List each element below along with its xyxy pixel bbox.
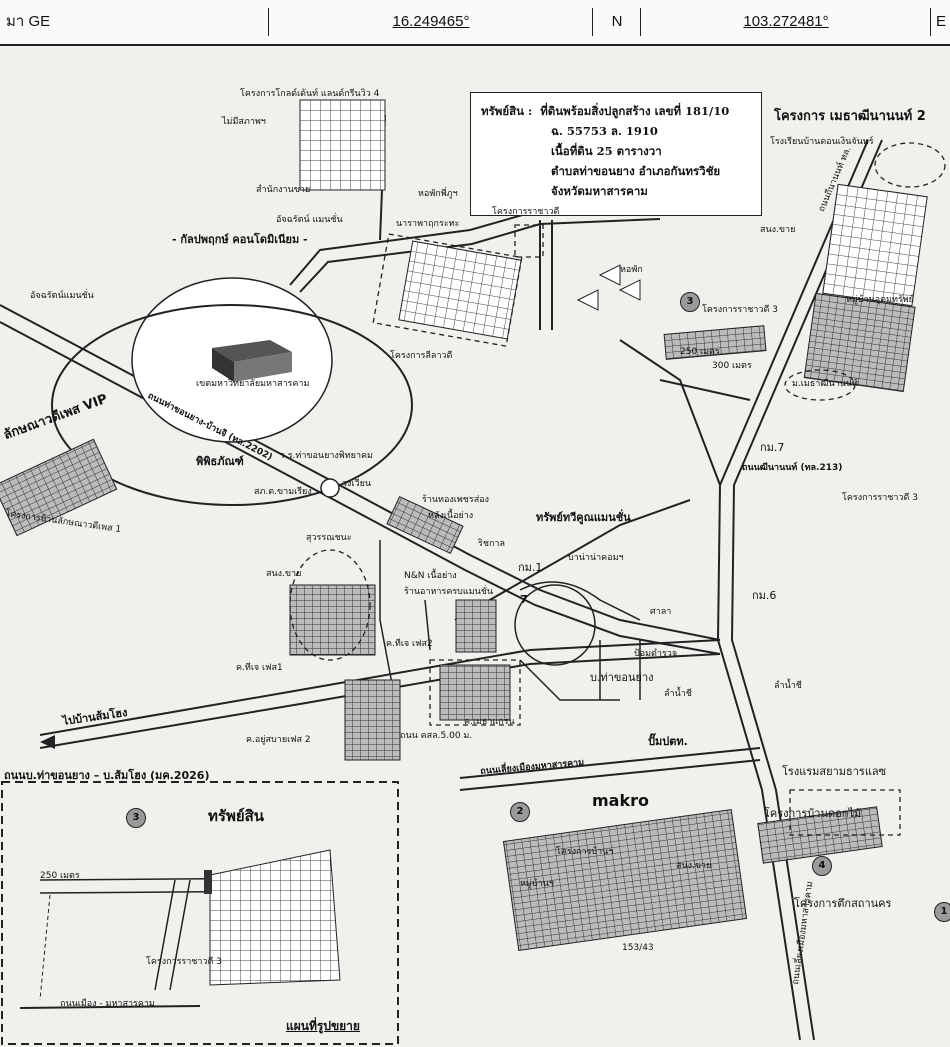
label-sales-left: สนง.ขาย bbox=[266, 569, 302, 579]
label-kt1: ค.ทีเจ เฟส1 bbox=[236, 663, 283, 673]
pin-4: 4 bbox=[812, 856, 832, 876]
label-msu: เขตมหาวิทยาลัยมหาสารคาม bbox=[196, 379, 310, 389]
label-250m: 250 เมตร bbox=[680, 347, 720, 357]
longitude-edge: E bbox=[930, 8, 950, 36]
label-km7: กม.7 bbox=[760, 441, 785, 454]
label-school-tky: ร.ร.ท่าขอนยางพิทยาคม bbox=[280, 451, 373, 461]
label-sales-mid: สนง.ขาย bbox=[676, 861, 712, 871]
road-2202 bbox=[0, 304, 721, 655]
label-metha-proj: โครงการ เมธาฒีนานนท์ 2 bbox=[774, 109, 926, 124]
university-ring-road bbox=[51, 304, 413, 506]
label-sales-right: สนง.ขาย bbox=[760, 225, 796, 235]
label-road-2026: ถนนบ.ท่าขอนยาง – บ.ส้มโฮง (มค.2026) bbox=[4, 769, 210, 782]
label-suwan: สุวรรณชนะ bbox=[306, 533, 352, 543]
label-school-right: โรงเรียนบ้านดอนเงินจันทร์ bbox=[770, 137, 874, 147]
label-atchara: อัจฉรัตน์ แมนชั่น bbox=[276, 215, 343, 225]
inset-title: แผนที่รูปขยาย bbox=[286, 1019, 360, 1033]
label-lamnamchi2: ลำน้ำชี bbox=[774, 681, 802, 691]
arrow-west-icon bbox=[40, 735, 55, 749]
label-roundabout: วงเวียน bbox=[342, 479, 372, 489]
label-300m: 300 เมตร bbox=[712, 361, 752, 371]
label-tuek: โครงการตึกสถานคร bbox=[794, 897, 892, 910]
label-km1: กม.1 bbox=[518, 561, 543, 574]
pin-1: 1 bbox=[934, 902, 950, 922]
project-outlines bbox=[289, 142, 946, 836]
label-k-metha: ค.เมธาแกรน bbox=[464, 717, 515, 727]
label-narawan: นาราพาฤกระทะ bbox=[396, 219, 460, 229]
label-banana: บาน่าน่าคอมฯ bbox=[568, 553, 624, 563]
local-roads bbox=[379, 540, 641, 701]
north-roads bbox=[289, 114, 751, 621]
label-hotel: โรงแรมสยามธารแลซ bbox=[782, 765, 887, 778]
bypass-road bbox=[459, 747, 761, 791]
inset-frame bbox=[1, 781, 399, 1045]
label-ban-tky: บ.ท่าขอนยาง bbox=[590, 671, 654, 684]
label-lilawadee: โครงการลีลาวดี bbox=[390, 351, 453, 361]
label-km6: กม.6 bbox=[752, 589, 777, 602]
asset-info-box: ทรัพย์สิน : ที่ดินพร้อมสิ่งปลูกสร้าง เลข… bbox=[470, 92, 762, 216]
label-dorm-phu: หอพักพี่ภูฯ bbox=[418, 189, 458, 199]
housing-blocks bbox=[0, 99, 928, 952]
label-rajavadee3-right: โครงการราชาวดี 3 bbox=[842, 493, 918, 503]
header-label: มา GE bbox=[6, 13, 51, 30]
longitude-value: 103.272481° bbox=[640, 8, 931, 36]
label-no-photo: ไม่มีสภาพฯ bbox=[222, 117, 266, 127]
inset-250m: 250 เมตร bbox=[40, 871, 80, 881]
label-makro: makro bbox=[592, 791, 649, 810]
label-police: สภ.ต.ขามเรียง bbox=[254, 487, 312, 497]
label-mu-sap: หมู่บ้านอุดมทรัพย์ bbox=[846, 295, 914, 305]
label-police-box: ป้อมตำรวจ bbox=[634, 649, 678, 659]
label-sala: ศาลา bbox=[650, 607, 672, 617]
label-museum: พิพิธภัณฑ์ bbox=[196, 455, 244, 468]
label-baan-neighbor: หมู่บ้านฯ bbox=[520, 879, 554, 889]
label-road213: ถนนฒีนานนท์ (ทล.213) bbox=[742, 463, 843, 473]
pin-2: 2 bbox=[510, 802, 530, 822]
label-dorm-mid: หอพัก bbox=[620, 265, 643, 275]
inset-road: ถนนเมือง - มหาสารคาม bbox=[60, 999, 155, 1009]
label-house-no: 153/43 bbox=[622, 943, 654, 953]
label-gold-shop: ร้านทองเพชรส่อง bbox=[422, 495, 490, 505]
inset-rajavadee: โครงการราชาวดี 3 bbox=[146, 957, 222, 967]
dorm-icons bbox=[576, 264, 641, 311]
road-2026 bbox=[39, 639, 721, 749]
pin-3-inset: 3 bbox=[126, 808, 146, 828]
label-lamnamchi1: ลำน้ำชี bbox=[664, 689, 692, 699]
pin-3: 3 bbox=[680, 292, 700, 312]
label-sales-office: สำนักงานขาย bbox=[256, 185, 311, 195]
label-rajavadee-top: โครงการราชาวดี bbox=[492, 207, 560, 217]
label-dokmai: โครงการบ้านดอกไม้ bbox=[764, 807, 862, 820]
label-kalpa: - กัลปพฤกษ์ คอนโดมิเนียม - bbox=[172, 233, 308, 246]
label-metha-m: ม.เมธาฒีนานนท์ bbox=[792, 379, 858, 389]
roundabout-icon bbox=[320, 478, 340, 498]
label-seven: 7 bbox=[520, 593, 528, 606]
label-ban-project-m: โครงการบ้านฯ bbox=[556, 847, 614, 857]
latitude-direction: N bbox=[592, 8, 641, 36]
label-grand-ville: โครงการโกลด์เด้นท์ แลนด์กรีนวิว 4 bbox=[240, 89, 380, 99]
label-nn: N&N เนื้อย่าง bbox=[404, 571, 457, 581]
label-grill: หลังเนื้อย่าง bbox=[428, 511, 474, 521]
label-k-yoo: ค.อยู่สบายเฟส 2 bbox=[246, 735, 311, 745]
label-ptt: ปั๊มปตท. bbox=[648, 735, 688, 748]
label-sapthavee: ทรัพย์ทวีคูณแมนชั่น bbox=[536, 511, 631, 524]
university-building-icon bbox=[212, 340, 292, 382]
label-soi-width: ถนน คสล.5.00 ม. bbox=[400, 731, 473, 741]
inset-asset-label: ทรัพย์สิน bbox=[208, 807, 265, 825]
label-atchara-left: อัจฉรัตน์แมนชั่น bbox=[30, 291, 94, 301]
label-ritkan: ริชกาล bbox=[478, 539, 505, 549]
label-restaurant: ร้านอาหารครบแมนชั่น bbox=[404, 587, 494, 597]
latitude-value: 16.249465° bbox=[268, 8, 593, 36]
label-rajavadee3-a: โครงการราชาวดี 3 bbox=[702, 305, 778, 315]
label-kt2: ค.ทีเจ เฟส2 bbox=[386, 639, 433, 649]
coordinate-header: มา GE 16.249465° N 103.272481° E bbox=[0, 0, 950, 46]
inset-map bbox=[19, 849, 341, 1009]
